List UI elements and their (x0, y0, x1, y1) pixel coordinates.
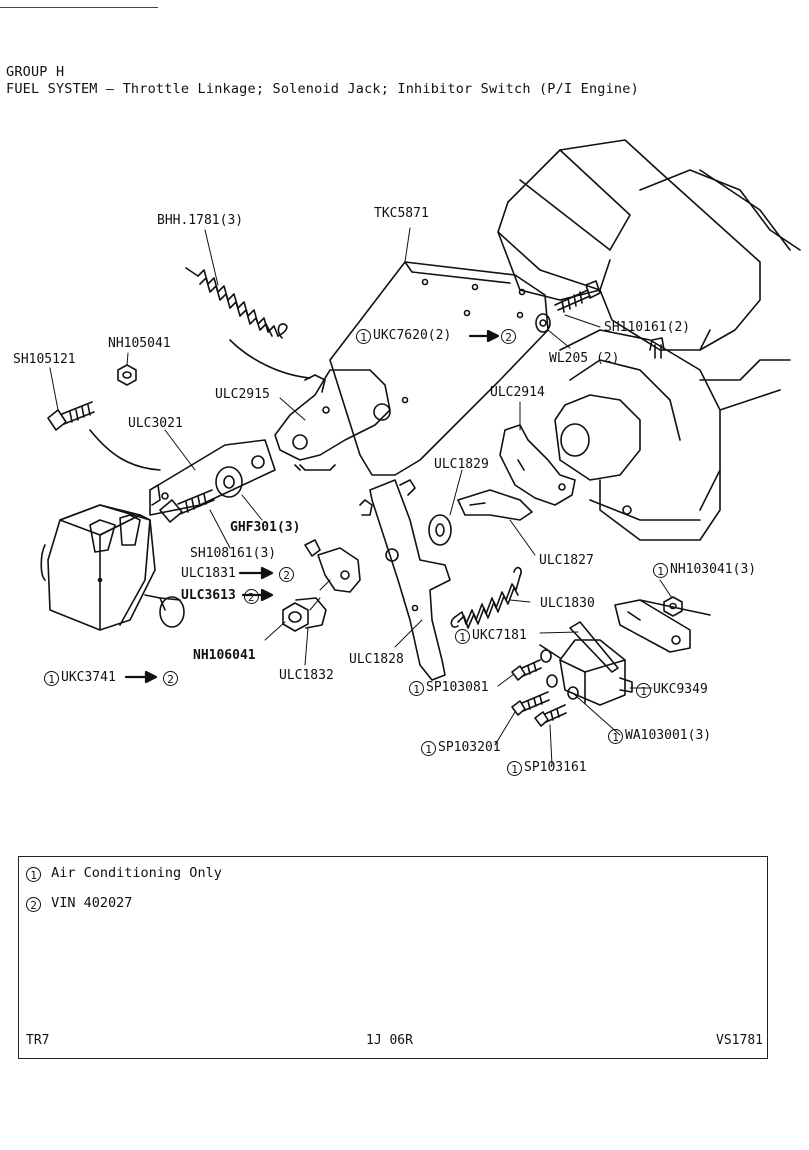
label-ulc2915: ULC2915 (215, 387, 270, 402)
ulc2914-bracket (499, 424, 576, 506)
label-ulc1829: ULC1829 (434, 457, 489, 472)
wl205-washer (535, 313, 551, 333)
callout-1-icon: 1 (421, 741, 436, 756)
wa103001-washer (540, 649, 552, 663)
label-ulc3613: ULC3613 2 (181, 588, 261, 604)
note-1: 1 Air Conditioning Only (26, 865, 222, 882)
bhh1781-spring (185, 267, 311, 379)
carburettor-assembly (497, 139, 801, 541)
label-ukc3741-ref: 2 (163, 670, 180, 686)
nh103041-nut (639, 596, 711, 617)
ulc3613-clip (295, 597, 327, 629)
label-ulc1828: ULC1828 (349, 652, 404, 667)
exploded-parts-diagram (40, 139, 801, 766)
label-sh110161: SH110161(2) (604, 320, 691, 335)
sp103081-screw (511, 659, 542, 681)
nh106041-nut (282, 602, 309, 632)
footer-page-code: 1J 06R (366, 1033, 413, 1048)
ukc9349-plate (614, 599, 691, 653)
ulc3021-bracket (149, 439, 276, 516)
page-title: FUEL SYSTEM — Throttle Linkage; Solenoid… (6, 81, 639, 97)
footer-ref: VS1781 (716, 1033, 763, 1048)
ulc1830-spring (450, 566, 522, 629)
nh105041-nut (117, 364, 137, 386)
label-ulc1831-ref: 2 (279, 566, 296, 582)
callout-2-icon: 2 (26, 897, 41, 912)
label-ulc3021: ULC3021 (128, 416, 183, 431)
top-rule (0, 7, 158, 8)
label-sh105121: SH105121 (13, 352, 76, 367)
callout-2-icon: 2 (163, 671, 178, 686)
note-2-text: VIN 402027 (51, 895, 133, 911)
footer-model: TR7 (26, 1033, 50, 1048)
wa103001-washer (567, 686, 579, 700)
callout-2-icon: 2 (279, 567, 294, 582)
label-ulc1827: ULC1827 (539, 553, 594, 568)
label-wl205: WL205 (2) (549, 351, 620, 366)
reference-arrows (124, 329, 500, 684)
label-nh106041: NH106041 (193, 648, 256, 663)
ghf301-washer (215, 466, 243, 498)
callout-2-icon: 2 (501, 329, 516, 344)
callout-1-icon: 1 (507, 761, 522, 776)
ulc1828-lever (359, 479, 451, 681)
wa103001-washer (546, 674, 558, 688)
sh110161-bolt (554, 280, 601, 313)
label-ulc1831: ULC1831 (181, 566, 236, 581)
label-ulc1830: ULC1830 (540, 596, 595, 611)
callout-1-icon: 1 (636, 683, 651, 698)
ulc1829-washer (428, 514, 452, 546)
label-nh105041: NH105041 (108, 336, 171, 351)
ukc3741-solenoid (40, 504, 185, 631)
label-ukc7620-ref: 2 (501, 328, 518, 344)
ulc1827-lever (457, 489, 533, 521)
ukc7181-switch (539, 621, 633, 706)
ulc2915-lever (274, 369, 391, 471)
tkc5871-bracket (329, 261, 549, 476)
group-heading: GROUP H (6, 64, 65, 80)
callout-1-icon: 1 (653, 563, 668, 578)
callout-1-icon: 1 (608, 729, 623, 744)
sh108161-bolt (159, 489, 215, 523)
callout-2-icon: 2 (243, 589, 259, 604)
notes-box: 1 Air Conditioning Only 2 VIN 402027 TR7… (18, 856, 768, 1059)
callout-1-icon: 1 (409, 681, 424, 696)
leader-lines (49, 227, 673, 766)
callout-1-icon: 1 (26, 867, 41, 882)
callout-1-icon: 1 (44, 671, 59, 686)
label-sh108161: SH108161(3) (190, 546, 277, 561)
label-ghf301: GHF301(3) (230, 520, 301, 535)
note-1-text: Air Conditioning Only (51, 865, 222, 881)
callout-1-icon: 1 (455, 629, 470, 644)
callout-1-icon: 1 (356, 329, 371, 344)
note-2: 2 VIN 402027 (26, 895, 132, 912)
label-ulc2914: ULC2914 (490, 385, 545, 400)
sp103201-screw (511, 691, 550, 716)
sp103161-screw (534, 704, 567, 727)
ulc1831-lever (304, 539, 361, 593)
label-bhh1781: BHH.1781(3) (157, 213, 244, 228)
label-ulc1832: ULC1832 (279, 668, 334, 683)
label-tkc5871: TKC5871 (374, 206, 429, 221)
sh105121-bolt (47, 401, 161, 471)
